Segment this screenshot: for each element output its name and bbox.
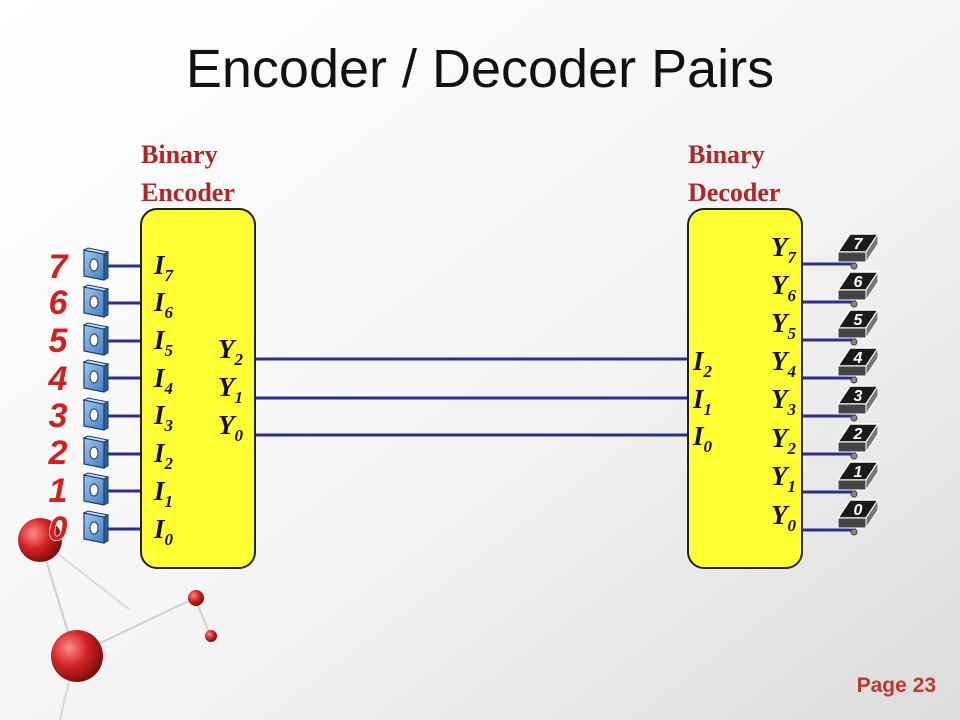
decoder-label-line2: Decoder — [688, 178, 781, 207]
encoder-output-pin: Y1 — [218, 372, 243, 407]
decoder-output-pin: Y3 — [771, 384, 797, 419]
seven-segment-display: 3 — [836, 384, 880, 422]
input-switches — [82, 247, 110, 544]
decoder-output-pin: Y4 — [771, 346, 796, 381]
input-digit: 2 — [48, 434, 68, 472]
seven-segment-display: 0 — [836, 498, 880, 536]
toggle-switch-icon — [82, 510, 110, 544]
display-digit: 4 — [853, 350, 863, 367]
encoder-input-pin: I3 — [153, 400, 174, 435]
display-digit: 5 — [854, 312, 864, 329]
decoder-input-pin: I1 — [692, 384, 712, 419]
decoder-output-pin: Y2 — [771, 423, 797, 458]
display-digit: 0 — [854, 502, 863, 519]
decoder-input-pin: I0 — [692, 421, 713, 456]
display-digit: 1 — [854, 464, 863, 481]
input-digit: 7 — [49, 248, 70, 286]
seven-segment-display: 2 — [836, 422, 880, 460]
input-digit: 4 — [48, 360, 68, 398]
encoder-output-pin: Y0 — [218, 410, 244, 445]
toggle-switch-icon — [82, 247, 110, 281]
slide-title: Encoder / Decoder Pairs — [185, 39, 775, 99]
encoder-input-pin: I5 — [153, 325, 174, 360]
decoder-output-pin: Y5 — [771, 308, 797, 343]
display-digit: 2 — [853, 426, 863, 443]
decoder-output-pin: Y6 — [771, 270, 797, 305]
decoder-output-pin: Y0 — [771, 500, 797, 535]
encoder-label-line1: Binary — [141, 140, 218, 169]
encoder-output-pin: Y2 — [218, 334, 244, 369]
encoder-block — [140, 208, 256, 569]
toggle-switch-icon — [82, 397, 110, 431]
decoder-label: Binary Decoder — [688, 136, 780, 212]
display-digit: 3 — [854, 388, 863, 405]
seven-segment-display: 5 — [836, 308, 880, 346]
page-number: Page 23 — [856, 674, 936, 697]
decoder-block — [687, 208, 803, 569]
toggle-switch-icon — [82, 322, 110, 356]
wires — [104, 262, 856, 532]
input-digit: 3 — [49, 397, 68, 435]
decorative-molecule — [18, 518, 217, 720]
input-digit: 1 — [49, 472, 68, 510]
toggle-switch-icon — [82, 472, 110, 506]
decoder-output-pin: Y1 — [771, 461, 796, 496]
encoder-label-line2: Encoder — [141, 178, 235, 207]
display-digit: 6 — [854, 274, 863, 291]
input-digit: 5 — [49, 322, 69, 360]
encoder-input-pin: I0 — [153, 514, 174, 549]
display-digit: 7 — [854, 236, 864, 253]
seven-segment-display: 6 — [836, 270, 880, 308]
seven-segment-display: 1 — [836, 460, 880, 498]
output-displays: 7 6 5 4 3 2 1 0 — [836, 232, 880, 536]
input-digit: 0 — [49, 510, 68, 548]
encoder-input-pin: I2 — [153, 438, 174, 473]
encoder-input-pin: I1 — [153, 476, 173, 511]
encoder-input-pin: I6 — [153, 287, 174, 322]
decoder-label-line1: Binary — [688, 140, 765, 169]
input-digit: 6 — [49, 284, 69, 322]
seven-segment-display: 4 — [836, 346, 880, 384]
toggle-switch-icon — [82, 284, 110, 318]
toggle-switch-icon — [82, 435, 110, 469]
toggle-switch-icon — [82, 359, 110, 393]
decoder-input-pin: I2 — [692, 346, 713, 381]
seven-segment-display: 7 — [836, 232, 880, 270]
decoder-output-pin: Y7 — [771, 232, 798, 267]
encoder-input-pin: I7 — [153, 250, 175, 285]
encoder-input-pin: I4 — [153, 363, 173, 398]
encoder-label: Binary Encoder — [141, 136, 235, 212]
